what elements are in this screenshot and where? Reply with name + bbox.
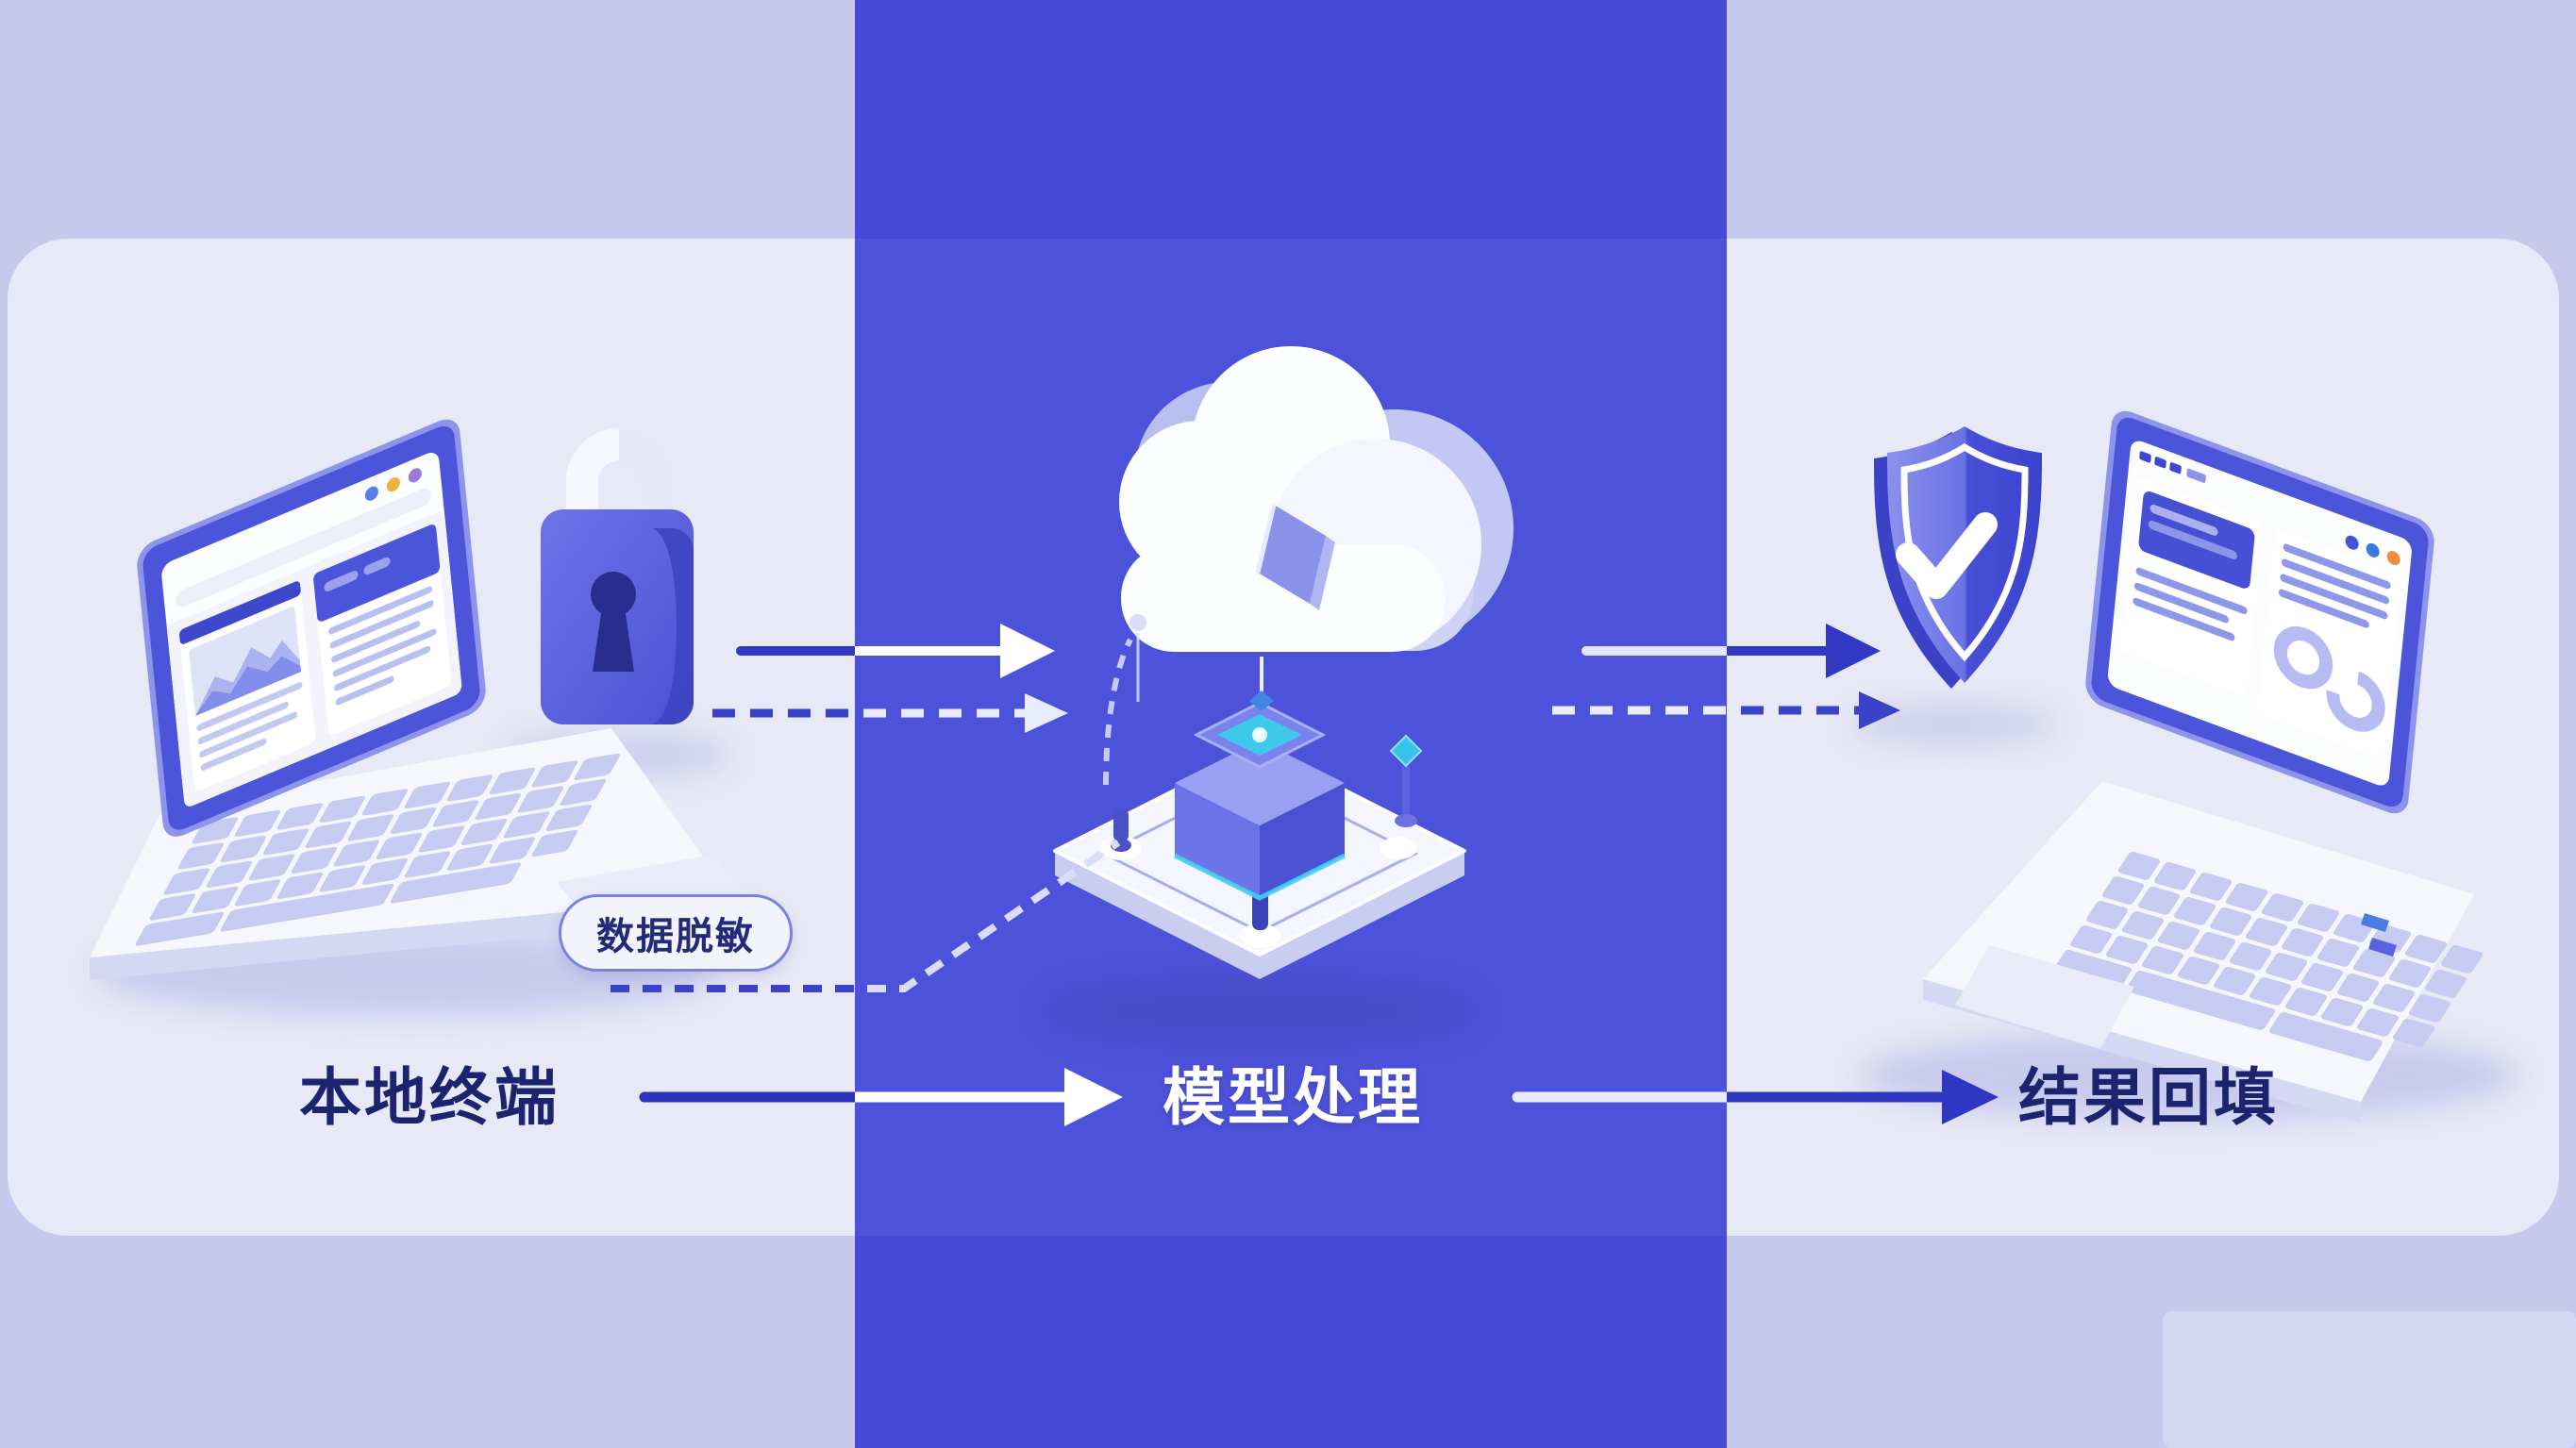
screen-left-card xyxy=(179,581,316,791)
laptop-screen xyxy=(137,419,486,837)
laptop-icon xyxy=(90,419,747,980)
address-bar xyxy=(176,489,431,607)
stage-label-local-terminal: 本地终端 xyxy=(299,1062,560,1132)
result-laptop-icon xyxy=(1923,410,2484,1123)
window-dot-blue xyxy=(364,486,378,501)
window-dot-orange xyxy=(2386,551,2400,565)
lock-icon xyxy=(541,428,694,724)
cube-glow xyxy=(1173,853,1347,901)
result-laptop-trackpad xyxy=(1955,945,2134,1049)
cube-left-face xyxy=(1175,783,1260,898)
label-arrow-model-to-result xyxy=(1512,1070,1999,1124)
window-dot-purple xyxy=(408,468,422,483)
laptop-keyboard xyxy=(135,753,621,946)
arrow-model-to-result-dashed xyxy=(1552,691,1900,729)
antenna xyxy=(1389,734,1423,827)
cloud-slot xyxy=(1258,505,1326,604)
arrow-local-to-model-solid xyxy=(736,624,1055,678)
corner-patch xyxy=(2163,1311,2576,1448)
masking-dashed-path xyxy=(611,839,1121,992)
arrow-model-to-result-solid xyxy=(1581,624,1881,678)
lock-keyhole xyxy=(591,572,636,617)
label-arrow-local-to-model xyxy=(639,1068,1123,1126)
cube-top-face xyxy=(1175,741,1345,825)
arrow-local-to-model-dashed xyxy=(712,693,1068,733)
result-laptop-keyboard xyxy=(2053,852,2484,1061)
window-dot-yellow xyxy=(386,476,400,492)
stage-label-model-processing: 模型处理 xyxy=(1163,1062,1423,1132)
shield-inner-outline xyxy=(1900,442,2029,662)
chip-icon xyxy=(1053,614,1466,979)
platform-side xyxy=(1055,851,1464,979)
result-laptop-ports xyxy=(2361,913,2397,957)
cube-right-face xyxy=(1260,783,1345,898)
stage-label-result-backfill: 结果回填 xyxy=(2018,1062,2279,1132)
data-masking-pill: 数据脱敏 xyxy=(559,894,793,972)
result-browser-chrome xyxy=(2139,451,2400,565)
browser-chrome xyxy=(176,468,431,607)
screen-right-card xyxy=(313,524,452,735)
check-mark xyxy=(1896,512,1998,599)
circuit-node xyxy=(1103,614,1146,786)
cloud-icon xyxy=(1119,346,1514,652)
result-screen-left-card xyxy=(2120,478,2264,696)
result-screen-right-card xyxy=(2257,529,2401,758)
window-dot-blue xyxy=(2366,542,2380,558)
window-dot-navy xyxy=(2345,535,2359,550)
shield-check-icon xyxy=(1874,426,2042,689)
donut-chart-1 xyxy=(2273,626,2333,690)
result-laptop-screen xyxy=(2085,410,2434,814)
data-masking-pill-label: 数据脱敏 xyxy=(596,916,755,957)
